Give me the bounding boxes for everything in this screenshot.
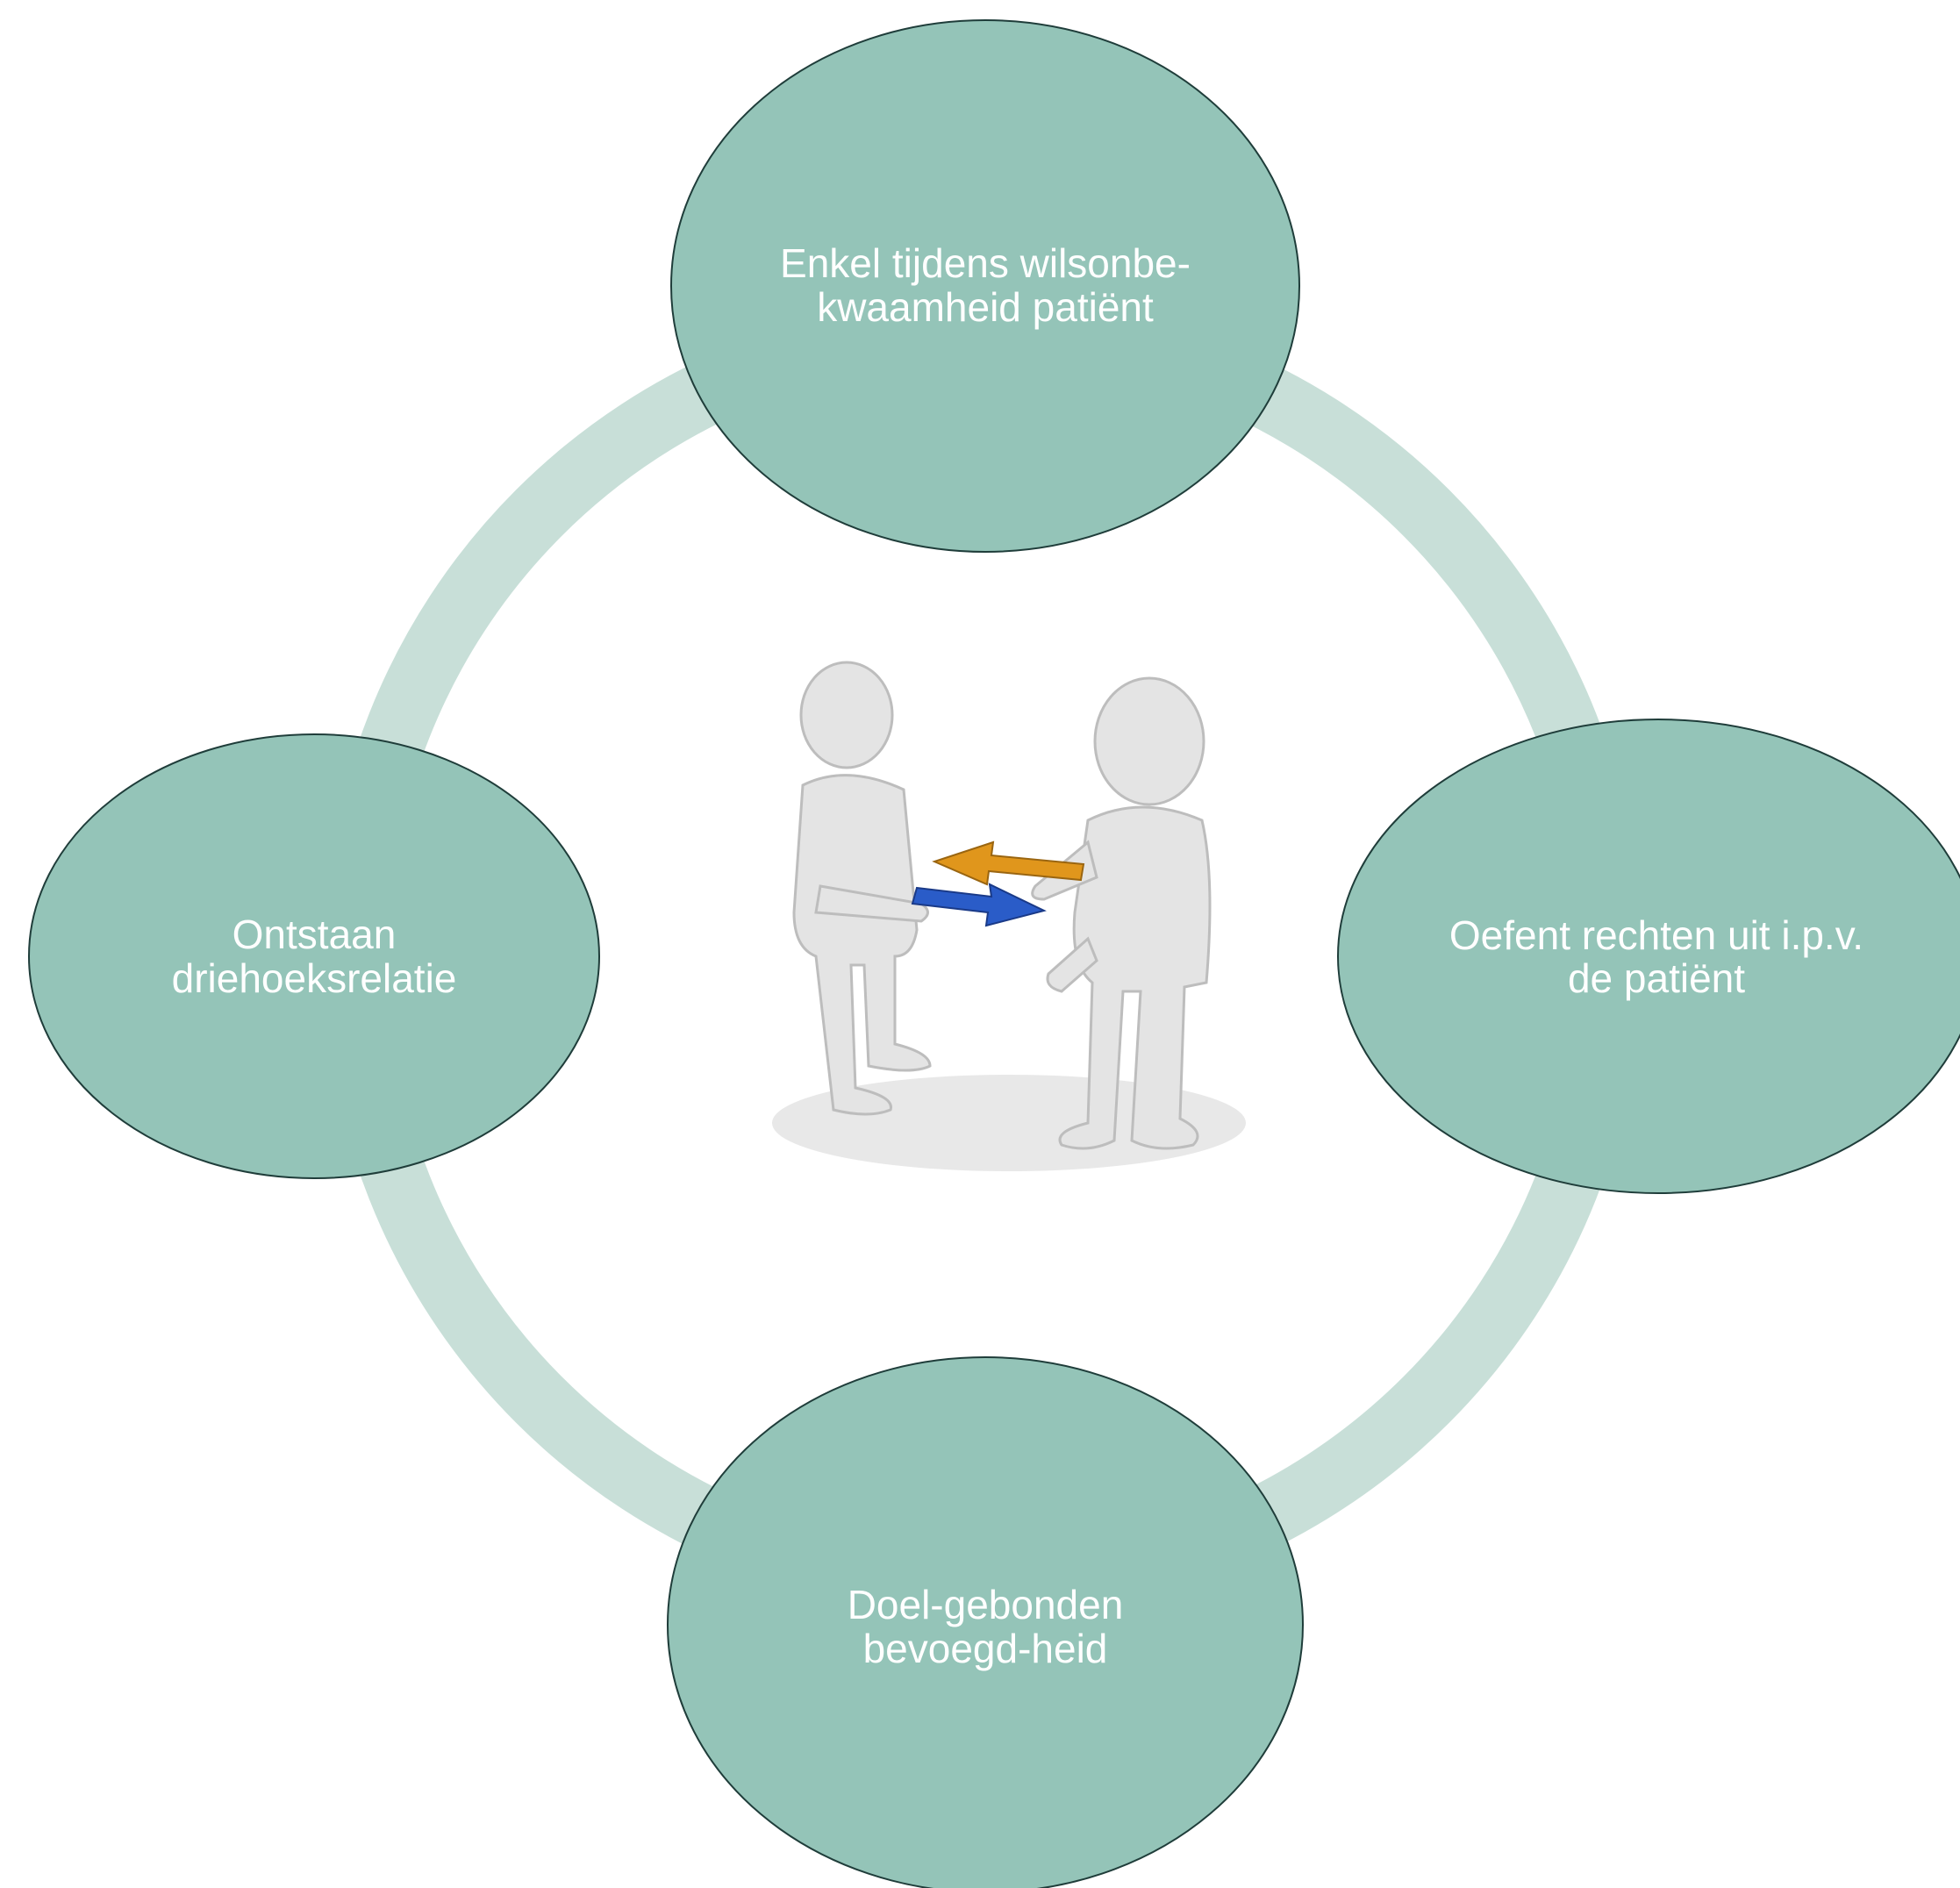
center-illustration — [772, 661, 1246, 1171]
node-right: Oefent rechten uit i.p.v. de patiënt — [1337, 719, 1960, 1194]
orange-arrow — [932, 840, 1085, 886]
node-top-label-2: kwaamheid patiënt — [817, 284, 1154, 330]
node-left-label-2: driehoeksrelatie — [172, 955, 457, 1001]
left-figure-icon — [792, 661, 932, 1116]
right-figure-icon — [1031, 676, 1212, 1150]
node-top-label-1: Enkel tijdens wilsonbe- — [780, 240, 1191, 286]
node-top: Enkel tijdens wilsonbe- kwaamheid patiën… — [670, 19, 1300, 553]
exchange-arrows-icon — [911, 840, 1085, 927]
node-bottom-label-1: Doel-gebonden — [848, 1582, 1124, 1627]
node-left: Ontstaan driehoeksrelatie — [28, 733, 600, 1179]
node-right-label-2: de patiënt — [1568, 955, 1745, 1001]
blue-arrow — [911, 883, 1047, 927]
node-bottom-label-2: bevoegd-heid — [863, 1626, 1108, 1671]
node-left-label-1: Ontstaan — [232, 912, 397, 957]
floor-shadow — [772, 1075, 1246, 1171]
node-right-label-1: Oefent rechten uit i.p.v. — [1449, 912, 1863, 958]
node-bottom: Doel-gebonden bevoegd-heid — [667, 1356, 1304, 1888]
